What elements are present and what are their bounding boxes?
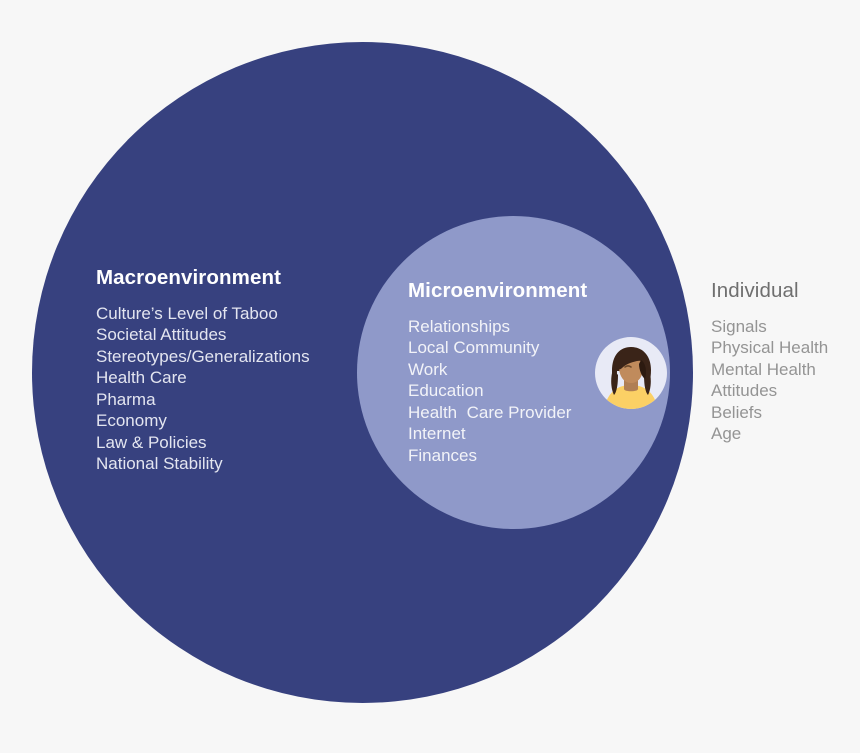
list-item: Health Care: [96, 368, 187, 388]
list-item: Local Community: [408, 338, 540, 358]
macroenvironment-title: Macroenvironment: [96, 266, 281, 289]
macroenvironment-list: Culture’s Level of Taboo Societal Attitu…: [96, 303, 346, 475]
list-item: Stereotypes/Generalizations: [96, 346, 310, 366]
individual-label-group: Individual Signals Physical Health Menta…: [711, 279, 856, 445]
list-item: Age: [711, 424, 742, 444]
individual-title: Individual: [711, 279, 799, 302]
individual-list: Signals Physical Health Mental Health At…: [711, 316, 856, 445]
list-item: Economy: [96, 411, 167, 431]
list-item: Beliefs: [711, 402, 763, 422]
list-item: Pharma: [96, 389, 156, 409]
list-item: Mental Health: [711, 359, 816, 379]
list-item: Culture’s Level of Taboo: [96, 303, 278, 323]
list-item: Signals: [711, 316, 767, 336]
list-item: Societal Attitudes: [96, 325, 227, 345]
list-item: National Stability: [96, 454, 223, 474]
microenvironment-list: Relationships Local Community Work Educa…: [408, 316, 613, 467]
list-item: Internet: [408, 424, 466, 444]
list-item: Health Care Provider: [408, 402, 572, 422]
list-item: Attitudes: [711, 381, 778, 401]
person-avatar-icon: [595, 337, 667, 409]
microenvironment-title: Microenvironment: [408, 279, 588, 302]
list-item: Relationships: [408, 316, 511, 336]
macroenvironment-label-group: Macroenvironment Culture’s Level of Tabo…: [96, 266, 346, 475]
list-item: Law & Policies: [96, 432, 207, 452]
list-item: Finances: [408, 445, 477, 465]
list-item: Work: [408, 359, 448, 379]
list-item: Education: [408, 381, 484, 401]
list-item: Physical Health: [711, 338, 829, 358]
microenvironment-label-group: Microenvironment Relationships Local Com…: [408, 279, 613, 467]
